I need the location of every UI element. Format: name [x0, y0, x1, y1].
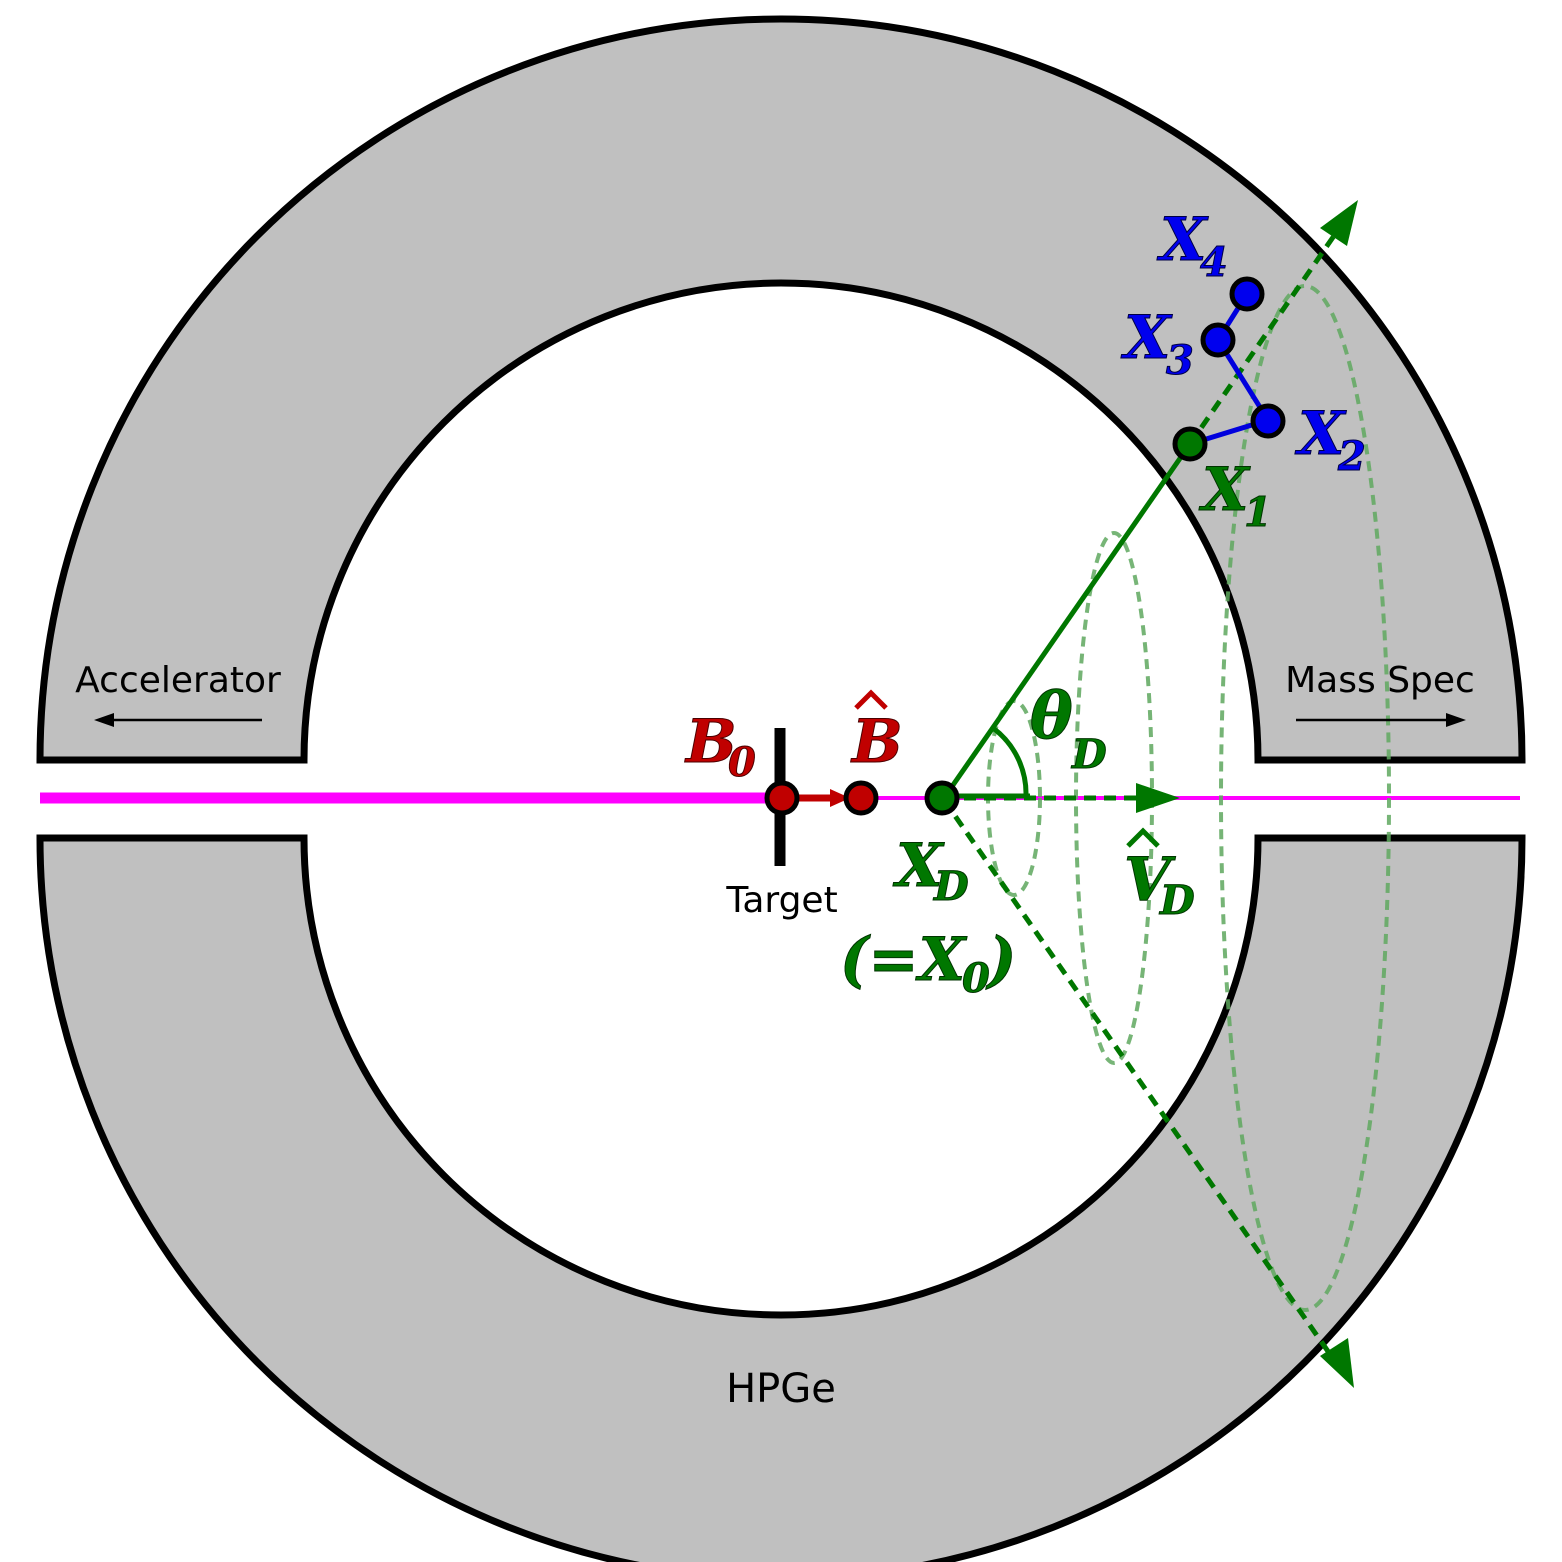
svg-text:D: D [1159, 877, 1195, 924]
svg-text:1: 1 [1244, 489, 1272, 536]
svg-text:4: 4 [1200, 239, 1228, 286]
vd-label: V D [1124, 827, 1196, 925]
bhat-label: B [850, 689, 903, 778]
x1-label: X 1 [1198, 455, 1273, 537]
decay-line-solid [941, 442, 1193, 800]
mass-spec-label: Mass Spec [1285, 660, 1475, 701]
svg-text:X: X [892, 831, 945, 901]
detector-upper-half [36, 15, 1526, 764]
svg-text:X: X [1294, 399, 1347, 469]
beam-direction-arrow-icon [830, 789, 850, 807]
xd-label: X D [892, 831, 970, 911]
bhat-accent-icon [854, 689, 888, 710]
x3-point [1200, 322, 1236, 358]
arrow-right-icon [1446, 713, 1466, 727]
x4-point [1229, 276, 1265, 312]
svg-text:X: X [1120, 303, 1173, 373]
svg-text:X: X [1198, 455, 1251, 525]
hpge-label: HPGe [726, 1366, 836, 1412]
x4-label: X 4 [1156, 205, 1229, 287]
arrow-left-icon [94, 713, 114, 727]
svg-text:B: B [684, 707, 737, 777]
theta-d-label: θ D [1030, 679, 1108, 779]
b0-point [764, 780, 800, 816]
x0-equivalence-label: (=X 0 ) [840, 925, 1017, 1003]
svg-text:(=X: (=X [840, 925, 968, 995]
bhat-point [843, 780, 879, 816]
arrow-direction-icon [1136, 783, 1180, 813]
svg-text:0: 0 [728, 739, 756, 786]
target-label: Target [725, 880, 837, 921]
x3-label: X 3 [1120, 303, 1195, 385]
svg-text:D: D [1071, 731, 1107, 778]
svg-text:2: 2 [1337, 433, 1366, 480]
svg-text:θ: θ [1030, 679, 1073, 754]
x1-point [1172, 426, 1208, 462]
accelerator-label: Accelerator [75, 660, 281, 701]
svg-text:D: D [933, 863, 969, 910]
hits-path [1189, 292, 1272, 447]
svg-text:): ) [985, 925, 1016, 995]
svg-text:0: 0 [962, 955, 990, 1002]
b0-label: B 0 [684, 707, 757, 787]
arrow-lower-ray-icon [1320, 1338, 1354, 1388]
x2-point [1250, 403, 1286, 439]
detector-lower-half [36, 834, 1526, 1562]
svg-text:V: V [1124, 845, 1176, 915]
decay-rays [941, 228, 1341, 1362]
angle-arc [991, 725, 1029, 797]
svg-text:3: 3 [1166, 337, 1194, 384]
xd-point [924, 780, 960, 816]
vd-accent-icon [1126, 827, 1160, 848]
x2-label: X 2 [1294, 399, 1367, 481]
arrow-upper-ray-icon [1320, 200, 1358, 246]
svg-text:B: B [850, 707, 903, 777]
svg-text:X: X [1156, 205, 1209, 275]
